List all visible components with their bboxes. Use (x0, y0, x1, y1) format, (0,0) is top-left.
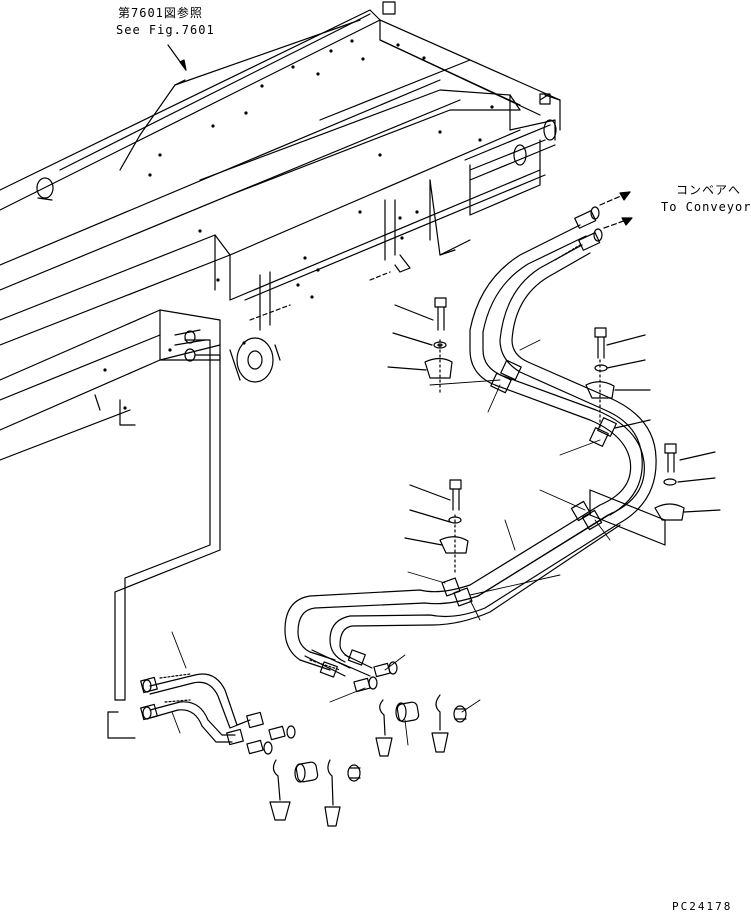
plate-bracket (590, 490, 665, 545)
conveyor-label-english: To Conveyor (661, 200, 751, 214)
frame-bolt-holes (103, 39, 494, 410)
conveyor-frame (0, 2, 560, 460)
clamp-set-4 (405, 480, 468, 575)
conveyor-label-japanese: コンベアへ (676, 183, 742, 197)
to-conveyor-arrows (600, 192, 632, 228)
clamp-set-1 (388, 298, 452, 395)
drawing-code: PC24178 (672, 900, 733, 913)
reference-label-english: See Fig.7601 (116, 23, 215, 37)
left-caps-and-tags (270, 760, 360, 826)
clamp-set-3 (655, 444, 720, 520)
left-flexible-hoses (141, 674, 295, 754)
clamp-set-2 (586, 328, 650, 430)
reference-arrow (168, 45, 186, 70)
main-pipe-bundle (285, 207, 656, 677)
left-hose-loop (108, 340, 220, 738)
right-adapters-and-caps (354, 662, 466, 756)
reference-label-japanese: 第7601図参照 (118, 6, 203, 20)
leader-lines (172, 340, 610, 745)
